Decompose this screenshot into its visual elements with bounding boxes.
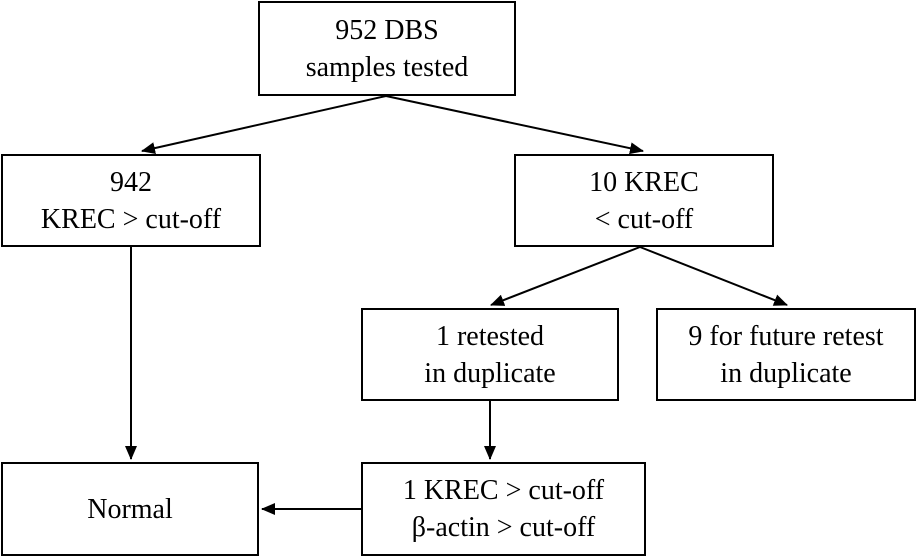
edge-tested-to-below [385,95,644,155]
node-retested-line1: 1 retested [435,320,545,352]
node-krec-above-cutoff-line1: 942 [110,166,152,198]
edge-tested-to-above [141,95,387,154]
node-normal: Normal [1,462,259,556]
edge-below-to-retest [490,246,641,306]
node-retest-result-line2: β-actin > cut-off [411,512,596,543]
node-retested: 1 retested in duplicate [361,308,619,401]
node-krec-below-cutoff-line1: 10 KREC [589,166,699,198]
node-samples-tested-line1: 952 DBS [335,14,439,46]
node-samples-tested: 952 DBS samples tested [258,1,516,96]
node-krec-below-cutoff-line2: < cut-off [594,203,694,235]
node-krec-below-cutoff: 10 KREC < cut-off [514,154,774,247]
node-krec-above-cutoff: 942 KREC > cut-off [1,154,261,247]
node-future-retest-line1: 9 for future retest [688,320,884,352]
edge-below-to-future [639,246,788,306]
node-retested-line2: in duplicate [424,357,556,389]
node-retest-result-line1: 1 KREC > cut-off [402,475,605,506]
node-future-retest-line2: in duplicate [720,357,852,389]
node-normal-line1: Normal [87,493,173,525]
node-future-retest: 9 for future retest in duplicate [656,308,916,401]
node-samples-tested-line2: samples tested [305,51,469,83]
node-retest-result: 1 KREC > cut-off β-actin > cut-off [361,462,646,556]
node-krec-above-cutoff-line2: KREC > cut-off [40,203,222,235]
